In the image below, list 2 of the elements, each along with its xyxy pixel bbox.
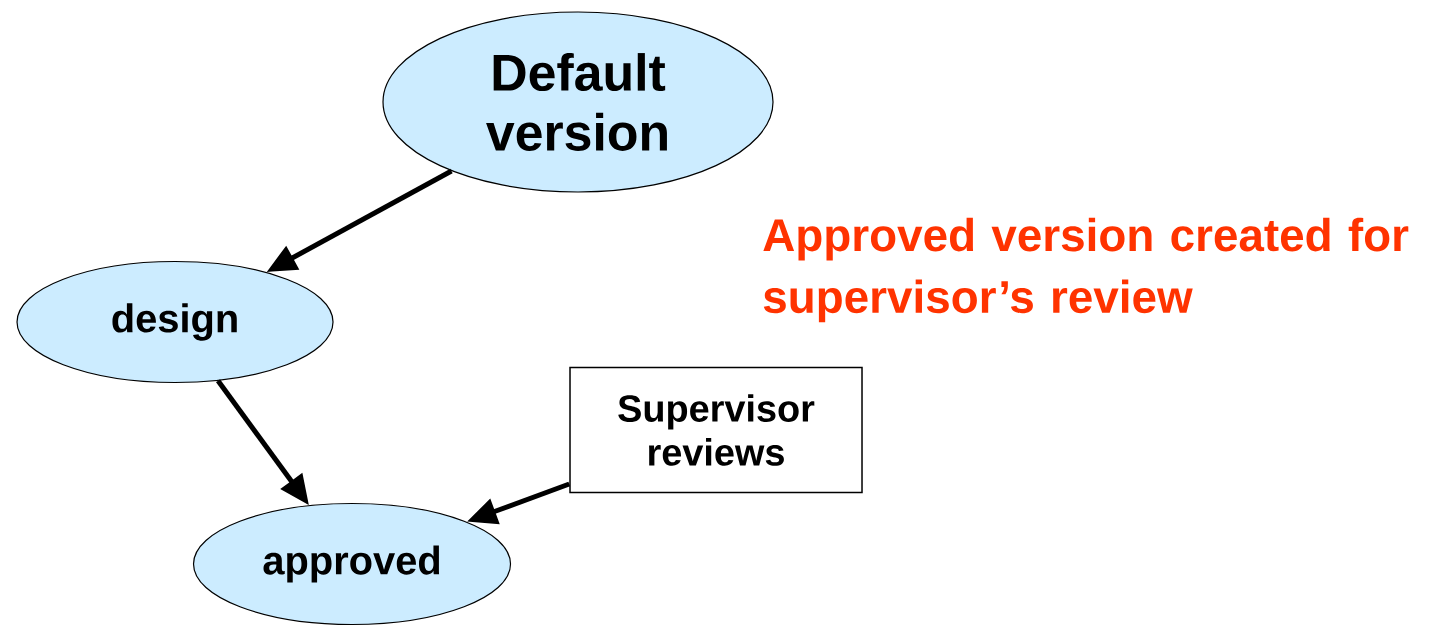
process-box: Supervisor reviews xyxy=(569,366,863,494)
note-text: Approved version created for supervisor’s review xyxy=(763,217,1409,323)
